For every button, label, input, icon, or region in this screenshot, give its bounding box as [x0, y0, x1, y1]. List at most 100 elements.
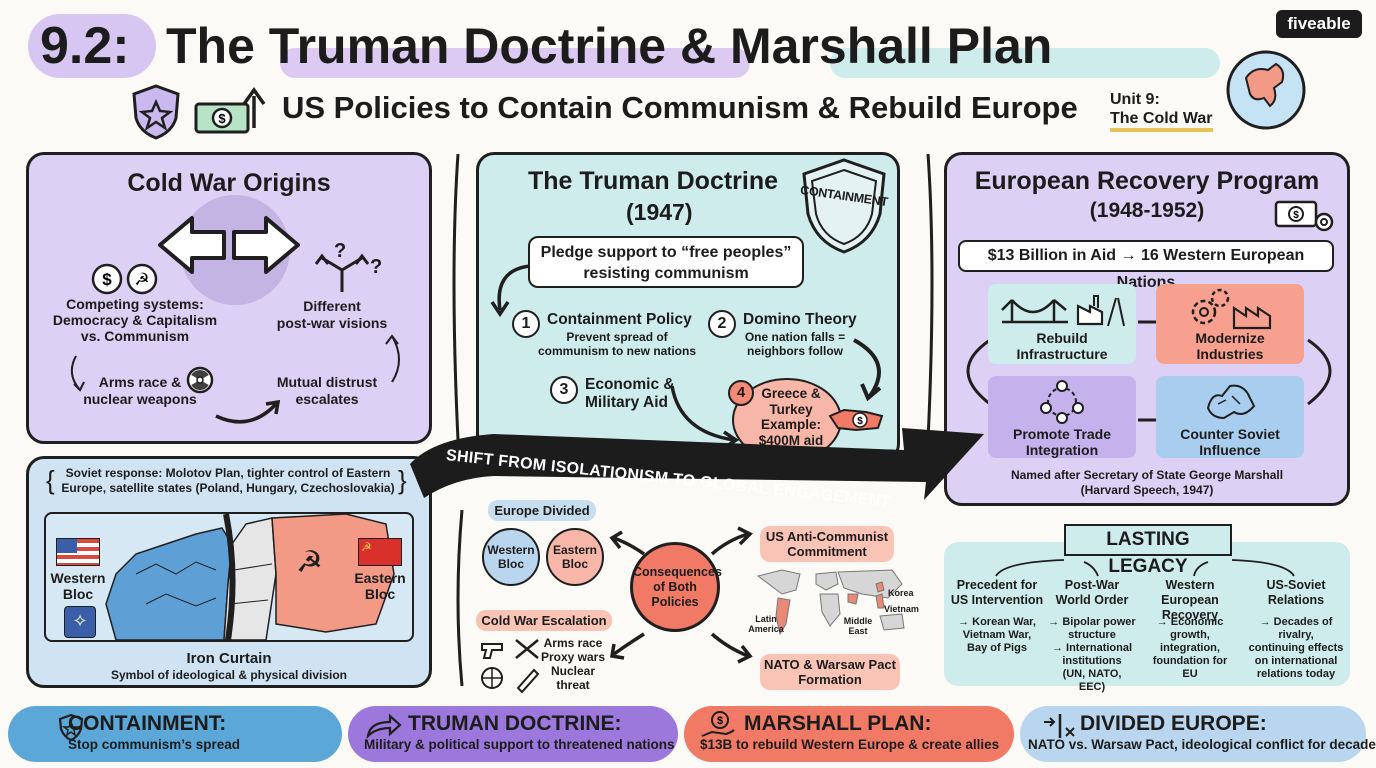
globe-icon: [1226, 50, 1306, 130]
point-1-number: 1: [512, 310, 540, 338]
soviet-response-text: Soviet response: Molotov Plan, tighter c…: [61, 466, 395, 495]
svg-text:$: $: [717, 715, 723, 727]
map-label-middle-east: Middle East: [843, 616, 873, 636]
money-arrow-icon: $: [194, 86, 266, 134]
point-3-number: 3: [550, 376, 578, 404]
response-brace-right: }: [398, 465, 407, 495]
nato-warsaw-label: NATO & Warsaw Pact Formation: [760, 654, 900, 690]
containment-shield-icon: [802, 158, 886, 254]
fiveable-logo: fiveable: [1276, 10, 1362, 38]
svg-text:$: $: [218, 111, 226, 126]
europe-map-icon: [1206, 384, 1256, 420]
greece-turkey-text: Greece & Turkey Example: $400M aid: [758, 386, 824, 448]
divide-icon: [1044, 714, 1075, 738]
legacy-col-head: Precedent for US Intervention: [948, 578, 1046, 612]
bridge-factory-icon: [1001, 295, 1125, 327]
truman-pill-text: Military & political support to threaten…: [364, 737, 675, 752]
competing-systems-text: Competing systems: Democracy & Capitalis…: [52, 296, 218, 344]
shield-icon: [58, 713, 84, 742]
post-war-visions-text: Different post-war visions: [276, 298, 388, 331]
unit-name: The Cold War: [1110, 109, 1213, 132]
page-title: The Truman Doctrine & Marshall Plan: [166, 18, 1053, 74]
modernize-industries-text: Modernize Industries: [1195, 330, 1265, 362]
consequences-center-circle: Consequences of Both Policies: [630, 542, 722, 632]
svg-text:☭: ☭: [134, 270, 149, 290]
money-gear-icon: $: [1274, 200, 1334, 232]
title-number-highlight: [28, 14, 156, 78]
truman-pill-title: TRUMAN DOCTRINE:: [408, 712, 622, 735]
economic-military-aid-text: Economic & Military Aid: [585, 376, 675, 411]
mutual-distrust-text: Mutual distrust escalates: [276, 374, 378, 407]
eastern-bloc-circle: Eastern Bloc: [546, 528, 604, 586]
modernize-industries-card: [1156, 284, 1304, 364]
erp-aid-box: $13 Billion in Aid → 16 Western European…: [958, 240, 1334, 291]
western-bloc-label: Western Bloc: [50, 570, 106, 602]
truman-title: The Truman Doctrine: [528, 167, 779, 195]
title-highlight-left: [280, 48, 750, 78]
legacy-col-body: → Decades of rivalry, continuing effects…: [1248, 616, 1344, 680]
shield-star-icon: [132, 84, 180, 140]
iron-curtain-title: Iron Curtain: [186, 650, 272, 667]
forward-arrow-icon: [366, 713, 402, 740]
containment-policy-text: Prevent spread of communism to new natio…: [537, 330, 696, 358]
marshall-plan-pill: MARSHALL PLAN: $13B to rebuild Western E…: [684, 706, 1014, 762]
erp-title: European Recovery Program: [974, 167, 1320, 195]
cold-war-origins-title: Cold War Origins: [127, 169, 331, 197]
promote-trade-text: Promote Trade Integration: [1012, 426, 1112, 458]
world-map-frame: [752, 564, 916, 646]
map-label-latin-america: Latin America: [748, 614, 784, 634]
legacy-col-head: Post-War World Order: [1048, 578, 1136, 612]
pledge-box: Pledge support to “free peoples” resisti…: [528, 236, 804, 288]
legacy-col-body: → Economic growth, integration, foundati…: [1152, 616, 1228, 680]
containment-pill: CONTAINMENT: Stop communism’s spread: [8, 706, 342, 762]
legacy-col-head: US-Soviet Relations: [1244, 578, 1348, 612]
cold-war-escalation-label: Cold War Escalation: [476, 610, 612, 631]
dollar-hammer-sickle-icon: $ ☭: [91, 263, 158, 295]
ussr-flag-icon: ☭: [358, 538, 402, 566]
lasting-legacy-banner: LASTING LEGACY: [1064, 524, 1232, 577]
us-flag-canton: [57, 539, 77, 553]
gears-factory-icon: [1191, 288, 1272, 330]
svg-text:$: $: [857, 416, 863, 427]
counter-soviet-text: Counter Soviet Influence: [1180, 426, 1280, 458]
title-number: 9.2:: [40, 17, 130, 75]
trade-network-icon: [1040, 380, 1084, 424]
us-commitment-label: US Anti-Communist Commitment: [760, 526, 894, 562]
divided-europe-pill: DIVIDED EUROPE: NATO vs. Warsaw Pact, id…: [1020, 706, 1376, 762]
legacy-col-body: → Korean War, Vietnam War, Bay of Pigs: [958, 616, 1036, 654]
point-2-number: 2: [708, 310, 736, 338]
map-label-korea: Korea: [888, 588, 914, 598]
divider-strokes: [452, 153, 934, 687]
nato-badge-icon: ✧: [64, 606, 96, 638]
radiation-icon: [186, 366, 214, 394]
legacy-connectors: [995, 559, 1295, 577]
diverging-paths-icon: [314, 253, 370, 292]
point-4-number: 4: [728, 380, 754, 406]
weapons-icons: [481, 639, 540, 694]
truman-flow-arrows: [670, 338, 882, 450]
eastern-bloc-label: Eastern Bloc: [354, 570, 406, 602]
question-mark-1: ?: [334, 240, 347, 262]
response-brace-left: {: [46, 465, 55, 495]
page-subtitle: US Policies to Contain Communism & Rebui…: [282, 90, 1078, 125]
domino-theory-text: One nation falls = neighbors follow: [744, 330, 846, 358]
marshall-pill-text: $13B to rebuild Western Europe & create …: [700, 737, 1000, 752]
turkey-map-icon: $: [828, 408, 884, 432]
erp-years: (1948-1952): [1089, 199, 1205, 222]
svg-text:☭: ☭: [296, 545, 323, 580]
legacy-col-head: Western European Recovery: [1138, 578, 1242, 622]
containment-pill-text: Stop communism’s spread: [68, 737, 241, 752]
legacy-col-body: → Bipolar power structure → Internationa…: [1048, 616, 1136, 693]
europe-divided-label: Europe Divided: [488, 500, 596, 521]
escalation-items-text: Arms race Proxy wars Nuclear threat: [540, 636, 606, 692]
arms-race-text: Arms race & nuclear weapons: [83, 374, 197, 407]
opposing-arrows-icon: [158, 216, 300, 274]
containment-pill-title: CONTAINMENT:: [68, 712, 227, 735]
rebuild-infrastructure-text: Rebuild Infrastructure: [1016, 330, 1108, 362]
marshall-named-text: Named after Secretary of State George Ma…: [1010, 468, 1284, 497]
unit-label: Unit 9: The Cold War: [1110, 90, 1213, 132]
truman-doctrine-pill: TRUMAN DOCTRINE: Military & political su…: [348, 706, 678, 762]
erp-cycle-loop: [966, 320, 1332, 422]
western-bloc-circle: Western Bloc: [482, 528, 540, 586]
title-highlight-right: [830, 48, 1220, 78]
